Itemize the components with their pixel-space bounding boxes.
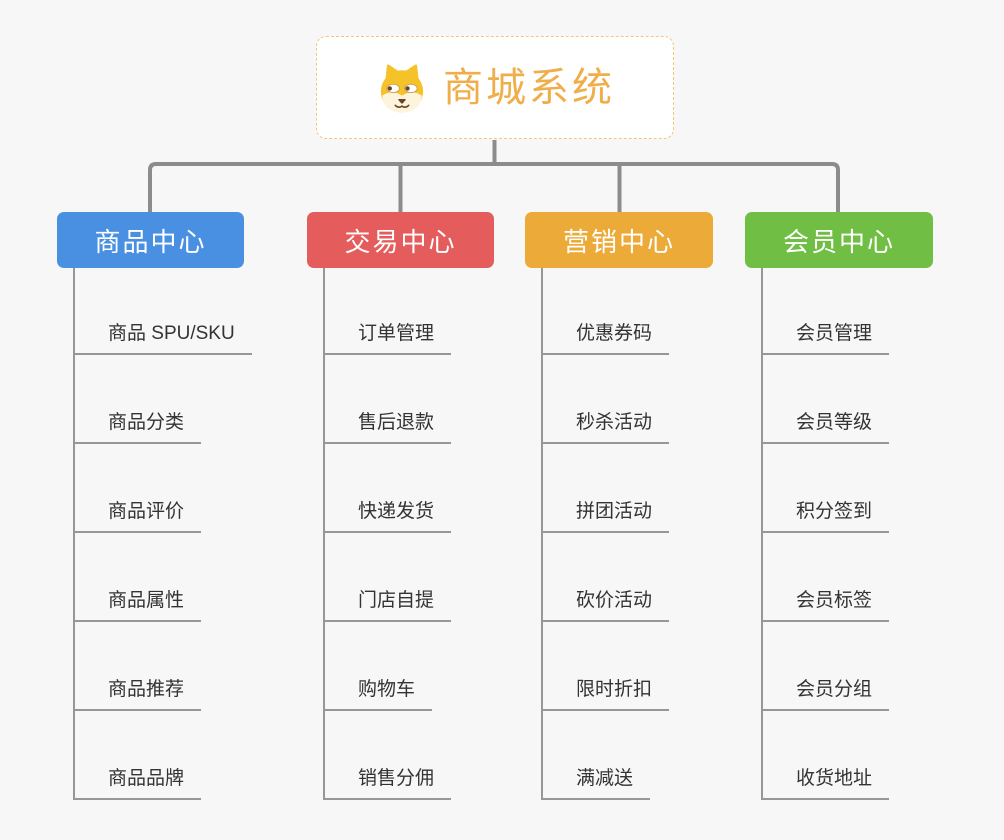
leaf-node[interactable]: 秒杀活动: [543, 355, 670, 444]
branch-trunk-product-center: 商品 SPU/SKU 商品分类 商品评价 商品属性 商品推荐 商品品牌: [73, 268, 252, 800]
leaf-label: 收货地址: [796, 768, 873, 790]
leaf-label: 会员分组: [796, 679, 873, 701]
root-node[interactable]: 商城系统: [316, 36, 674, 139]
leaf-node[interactable]: 砍价活动: [543, 533, 670, 622]
leaf-label: 限时折扣: [576, 679, 653, 701]
leaf-node[interactable]: 商品推荐: [75, 622, 202, 711]
leaf-label: 快递发货: [358, 501, 435, 523]
branch-trunk-marketing-center: 优惠券码 秒杀活动 拼团活动 砍价活动 限时折扣 满减送: [541, 268, 670, 800]
leaf-label: 购物车: [358, 679, 416, 701]
branch-node-marketing-center[interactable]: 营销中心: [525, 212, 713, 268]
branch-node-member-center[interactable]: 会员中心: [745, 212, 933, 268]
leaf-label: 商品 SPU/SKU: [108, 323, 235, 345]
leaf-label: 售后退款: [358, 412, 435, 434]
leaf-node[interactable]: 拼团活动: [543, 444, 670, 533]
leaf-label: 会员标签: [796, 590, 873, 612]
leaf-label: 订单管理: [358, 323, 435, 345]
connector-bus-line: [148, 162, 840, 212]
leaf-node[interactable]: 商品分类: [75, 355, 202, 444]
leaf-node[interactable]: 会员标签: [763, 533, 890, 622]
branch-trunk-trade-center: 订单管理 售后退款 快递发货 门店自提 购物车 销售分佣: [323, 268, 452, 800]
leaf-node[interactable]: 商品评价: [75, 444, 202, 533]
leaf-label: 秒杀活动: [576, 412, 653, 434]
leaf-node[interactable]: 会员等级: [763, 355, 890, 444]
leaf-label: 商品分类: [108, 412, 185, 434]
leaf-node[interactable]: 收货地址: [763, 711, 890, 800]
leaf-node[interactable]: 快递发货: [325, 444, 452, 533]
leaf-node[interactable]: 积分签到: [763, 444, 890, 533]
root-label: 商城系统: [443, 65, 615, 110]
leaf-node[interactable]: 商品 SPU/SKU: [75, 268, 252, 355]
leaf-node[interactable]: 售后退款: [325, 355, 452, 444]
leaf-label: 会员等级: [796, 412, 873, 434]
leaf-label: 销售分佣: [358, 768, 435, 790]
branch-trunk-member-center: 会员管理 会员等级 积分签到 会员标签 会员分组 收货地址: [761, 268, 890, 800]
leaf-label: 拼团活动: [576, 501, 653, 523]
leaf-label: 商品评价: [108, 501, 185, 523]
leaf-label: 商品品牌: [108, 768, 185, 790]
leaf-node[interactable]: 满减送: [543, 711, 651, 800]
branch-node-product-center[interactable]: 商品中心: [57, 212, 244, 268]
dog-face-icon-graphic: [380, 64, 424, 112]
branch-node-trade-center[interactable]: 交易中心: [307, 212, 494, 268]
leaf-label: 优惠券码: [576, 323, 653, 345]
leaf-label: 门店自提: [358, 590, 435, 612]
leaf-node[interactable]: 限时折扣: [543, 622, 670, 711]
leaf-node[interactable]: 会员分组: [763, 622, 890, 711]
leaf-label: 会员管理: [796, 323, 873, 345]
leaf-node[interactable]: 商品品牌: [75, 711, 202, 800]
leaf-label: 积分签到: [796, 501, 873, 523]
leaf-label: 满减送: [576, 768, 634, 790]
leaf-label: 商品推荐: [108, 679, 185, 701]
leaf-node[interactable]: 购物车: [325, 622, 433, 711]
leaf-node[interactable]: 优惠券码: [543, 268, 670, 355]
leaf-node[interactable]: 商品属性: [75, 533, 202, 622]
leaf-node[interactable]: 销售分佣: [325, 711, 452, 800]
leaf-node[interactable]: 会员管理: [763, 268, 890, 355]
dog-face-icon: [375, 61, 429, 115]
leaf-label: 砍价活动: [576, 590, 653, 612]
leaf-node[interactable]: 订单管理: [325, 268, 452, 355]
leaf-label: 商品属性: [108, 590, 185, 612]
leaf-node[interactable]: 门店自提: [325, 533, 452, 622]
